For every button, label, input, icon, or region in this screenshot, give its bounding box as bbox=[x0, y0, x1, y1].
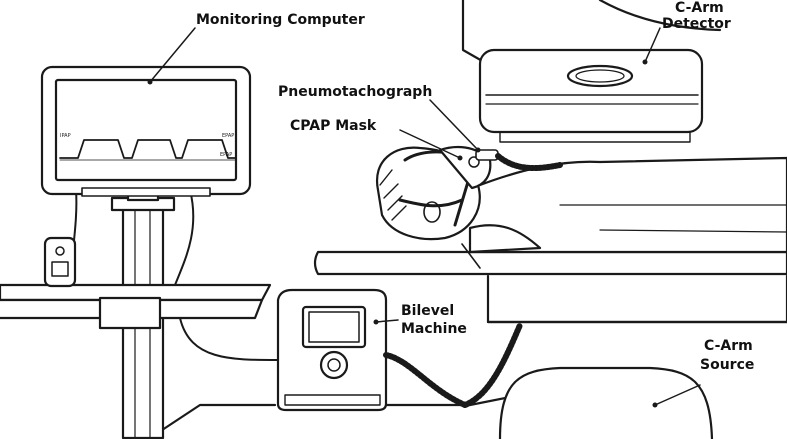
leader-lines bbox=[149, 27, 701, 406]
floor-line bbox=[148, 403, 277, 439]
leader-bilevel bbox=[375, 319, 399, 323]
label-cpap-mask: CPAP Mask bbox=[290, 118, 377, 134]
leader-detector bbox=[644, 27, 661, 63]
label-bilevel-line1: Bilevel bbox=[401, 303, 455, 319]
c-arm-source bbox=[498, 366, 714, 439]
label-bilevel-line2: Machine bbox=[401, 321, 467, 337]
label-monitoring-computer: Monitoring Computer bbox=[196, 12, 365, 28]
waveform bbox=[59, 139, 237, 159]
leader-cpap bbox=[399, 129, 461, 159]
monitor-foot bbox=[81, 187, 211, 197]
screen-tag-left: IPAP bbox=[60, 133, 71, 139]
tray-clamp bbox=[98, 296, 162, 330]
screen-tag-right: EPAP bbox=[222, 133, 234, 139]
patient bbox=[375, 146, 787, 269]
monitor-screen bbox=[54, 78, 238, 182]
bilevel-machine bbox=[179, 288, 388, 412]
breathing-tube bbox=[383, 322, 523, 408]
table-base bbox=[486, 274, 787, 324]
leader-monitoring bbox=[149, 27, 196, 83]
exam-table bbox=[313, 250, 787, 324]
pneumotachograph-device bbox=[475, 149, 563, 171]
c-arm-detector bbox=[461, 0, 722, 143]
leader-pneumo bbox=[429, 99, 479, 151]
label-c-arm-detector-line1: C-Arm bbox=[675, 0, 724, 16]
monitor-cart bbox=[0, 183, 272, 439]
label-c-arm-source-line2: Source bbox=[700, 357, 755, 373]
detector-arm bbox=[461, 0, 486, 64]
label-pneumotachograph: Pneumotachograph bbox=[278, 84, 433, 100]
label-c-arm-detector-line2: Detector bbox=[662, 16, 731, 32]
label-c-arm-source-line1: C-Arm bbox=[704, 338, 753, 354]
table-top bbox=[313, 250, 787, 276]
pulse-oximeter bbox=[43, 236, 77, 288]
monitor bbox=[40, 65, 252, 197]
bilevel-cable bbox=[179, 317, 279, 361]
leader-dots bbox=[147, 59, 658, 408]
leader-source bbox=[654, 384, 701, 406]
screen-tag-baseline: EPAP bbox=[220, 152, 232, 158]
